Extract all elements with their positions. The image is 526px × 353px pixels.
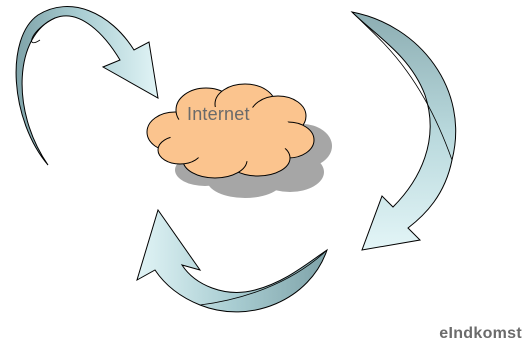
cloud-label: Internet (187, 104, 250, 124)
arrow-bottom (136, 208, 328, 313)
arrow-right (350, 11, 457, 251)
internet-cloud (146, 83, 315, 179)
arrow-top-left (15, 6, 159, 166)
brand-label: eIndkomst (439, 325, 522, 342)
